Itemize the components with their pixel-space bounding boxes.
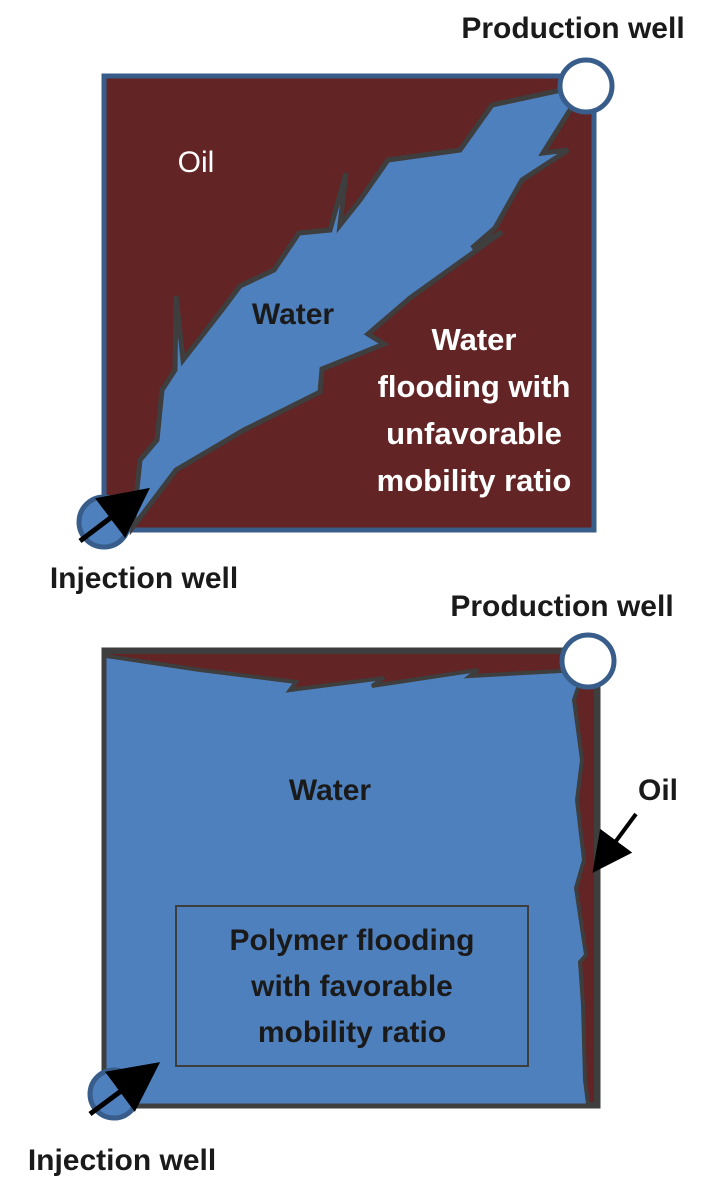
bottom-water-label: Water [289, 774, 372, 807]
bottom-caption-box [175, 905, 529, 1067]
bottom-caption-line: mobility ratio [258, 1016, 446, 1049]
bottom-oil-right-sliver [571, 645, 598, 1106]
top-injection-well-label: Injection well [50, 562, 238, 595]
top-production-well-icon [557, 57, 615, 115]
bottom-injection-well-label: Injection well [28, 1144, 216, 1177]
top-caption-line: flooding with [378, 369, 571, 404]
top-caption-line: mobility ratio [377, 463, 572, 498]
bottom-oil-pointer-arrow-icon [592, 812, 638, 873]
top-caption-line: Water [432, 322, 517, 357]
top-production-well-label: Production well [461, 12, 684, 45]
bottom-caption-line: with favorable [250, 970, 453, 1003]
bottom-production-well-icon [559, 632, 617, 690]
top-panel: Oil Water Water flooding with unfavorabl… [50, 12, 685, 595]
top-water-finger [129, 82, 585, 536]
top-injection-arrow-icon [78, 487, 150, 543]
bottom-caption: Polymer flooding with favorable mobility… [229, 924, 474, 1049]
bottom-oil-label: Oil [638, 774, 678, 807]
top-caption: Water flooding with unfavorable mobility… [377, 322, 572, 498]
top-caption-line: unfavorable [386, 416, 562, 451]
bottom-production-well-label: Production well [450, 590, 673, 623]
bottom-caption-line: Polymer flooding [229, 924, 474, 957]
bottom-injection-arrow-icon [88, 1062, 161, 1117]
bottom-panel: Water Polymer flooding with favorable mo… [28, 590, 678, 1177]
top-oil-label: Oil [178, 146, 215, 179]
top-water-label: Water [252, 298, 335, 331]
